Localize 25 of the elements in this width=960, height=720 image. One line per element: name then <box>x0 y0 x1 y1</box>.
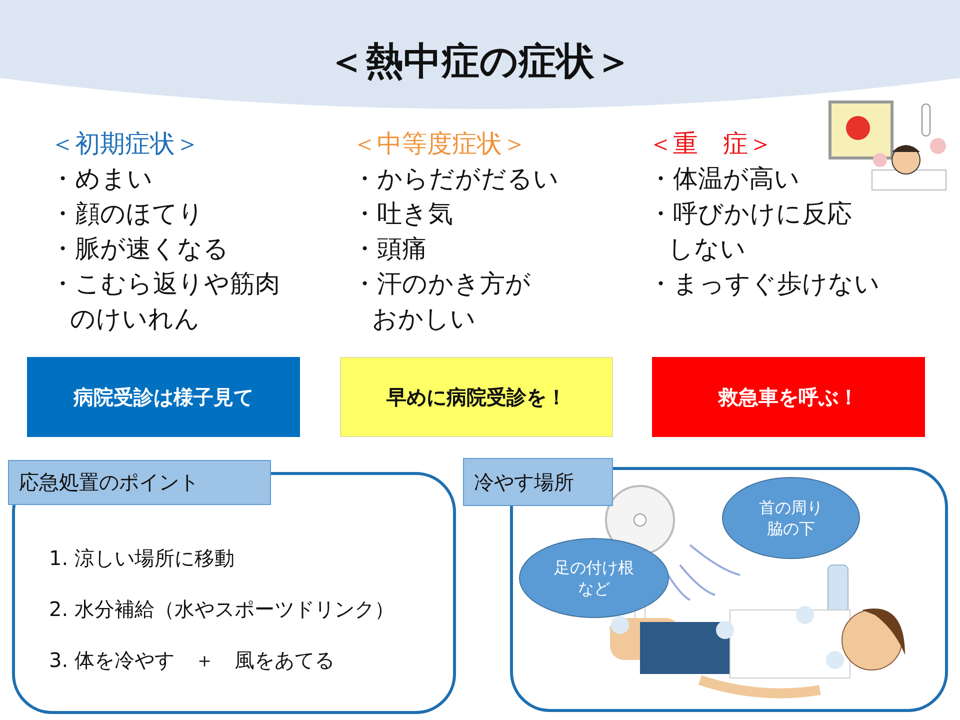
list-item: ・こむら返りや筋肉のけいれん <box>50 268 281 335</box>
list-item: 2. 水分補給（水やスポーツドリンク） <box>49 596 394 623</box>
list-item: ・めまい <box>50 163 154 195</box>
column-heading: ＜初期症状＞ <box>50 128 201 160</box>
callout-ellipse: 足の付け根など <box>519 538 669 618</box>
list-item: ・体温が高い <box>648 163 801 195</box>
list-item: ・からだがだるい <box>352 163 560 195</box>
column-heading: ＜重 症＞ <box>648 128 774 160</box>
list-item: ・まっすぐ歩けない <box>648 268 881 300</box>
callout-ellipse: 首の周り脇の下 <box>722 477 860 559</box>
heading-tab: 応急処置のポイント <box>8 460 271 505</box>
column-heading: ＜中等度症状＞ <box>352 128 528 160</box>
list-item: ・呼びかけに反応しない <box>648 198 853 265</box>
list-item: ・汗のかき方がおかしい <box>352 268 532 335</box>
list-item: 3. 体を冷やす ＋ 風をあてる <box>49 647 334 674</box>
list-item: 1. 涼しい場所に移動 <box>49 545 234 572</box>
list-item: ・顔のほてり <box>50 198 205 230</box>
action-box: 病院受診は様子見て <box>27 357 300 437</box>
action-box: 救急車を呼ぶ！ <box>652 357 925 437</box>
list-item: ・頭痛 <box>352 233 428 265</box>
list-item: ・吐き気 <box>352 198 454 230</box>
action-box: 早めに病院受診を！ <box>340 357 613 437</box>
list-item: ・脈が速くなる <box>50 233 230 265</box>
title: ＜熱中症の症状＞ <box>326 38 634 85</box>
heading-tab: 冷やす場所 <box>463 458 613 506</box>
